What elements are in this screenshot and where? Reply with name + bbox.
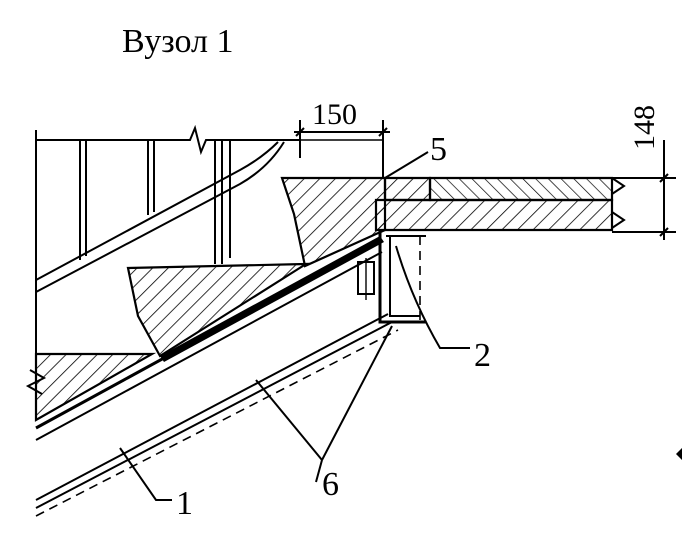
step-bottom — [34, 352, 157, 422]
landing-top-layer — [383, 176, 432, 202]
dimension-148-label: 148 — [628, 105, 661, 150]
railing — [35, 124, 383, 400]
stringer-beam — [35, 236, 399, 517]
landing-plate — [374, 198, 614, 232]
landing-slab — [374, 176, 626, 232]
landing-finish — [428, 176, 614, 202]
callout-1: 1 — [119, 447, 193, 522]
callout-6: 6 — [255, 325, 393, 503]
stair-steps — [25, 176, 387, 422]
callout-5: 5 — [384, 131, 447, 179]
dimension-150: 150 — [294, 98, 390, 178]
step-top — [280, 176, 387, 268]
channel-bracket — [357, 230, 426, 324]
callout-2-label: 2 — [474, 337, 491, 374]
drawing-title: Вузол 1 — [122, 23, 233, 60]
callout-6-label: 6 — [322, 466, 339, 503]
dimension-150-label: 150 — [312, 98, 357, 131]
dimension-148: 148 — [612, 105, 676, 240]
callout-5-label: 5 — [430, 131, 447, 168]
callout-2: 2 — [395, 245, 491, 374]
callout-1-label: 1 — [176, 485, 193, 522]
